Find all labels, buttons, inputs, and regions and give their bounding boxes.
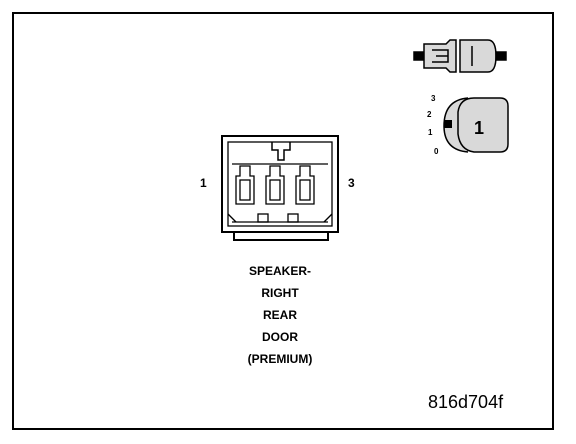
connector-caption: SPEAKER- RIGHT REAR DOOR (PREMIUM)	[180, 260, 380, 370]
caption-line-3: REAR	[262, 308, 297, 322]
caption-line-5: (PREMIUM)	[247, 352, 313, 366]
caption-line-4: DOOR	[262, 330, 298, 344]
caption-line-1: SPEAKER-	[248, 264, 311, 278]
lock-pos-1: 1	[428, 128, 433, 137]
figure-id: 816d704f	[428, 392, 504, 412]
lock-pos-2: 2	[427, 110, 432, 119]
caption-line-2: RIGHT	[261, 286, 299, 300]
connector-face	[221, 135, 339, 241]
pin-label-right: 3	[348, 176, 355, 190]
pin-label-left: 1	[200, 176, 207, 190]
lock-pos-0: 0	[434, 147, 439, 156]
lock-number: 1	[474, 118, 484, 138]
connector-side-icon	[413, 39, 507, 73]
lock-dial-icon: 3 2 1 0 1	[427, 94, 509, 156]
diagram-frame	[12, 12, 554, 430]
lock-pos-3: 3	[431, 94, 436, 103]
